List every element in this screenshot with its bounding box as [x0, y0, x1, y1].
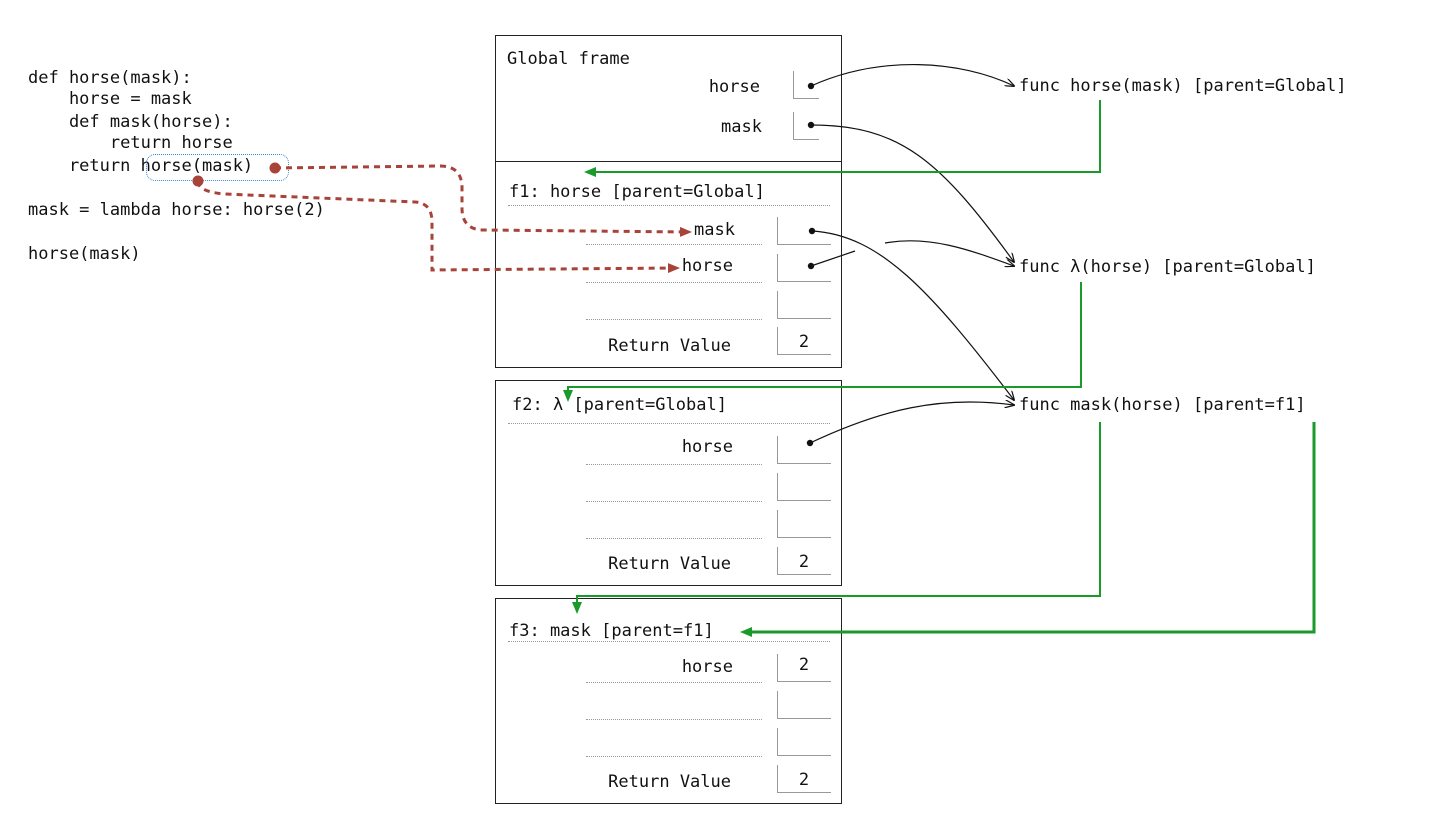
annotation-arrow-horse	[196, 180, 680, 274]
slot-empty	[777, 691, 831, 719]
var-name-mask: mask	[694, 220, 735, 240]
parent-arrow-f1	[584, 100, 1101, 177]
func-mask: func mask(horse) [parent=f1]	[1019, 395, 1306, 415]
slot-empty	[777, 510, 831, 538]
return-slot	[777, 765, 831, 793]
func-lambda: func λ(horse) [parent=Global]	[1019, 257, 1316, 277]
slot-horse	[793, 71, 819, 99]
var-name-horse: horse	[681, 437, 733, 457]
frame-f2: f2: λ [parent=Global] horse Return Value…	[495, 380, 842, 586]
pointer-arrow-global-horse	[810, 63, 1014, 86]
pointer-arrow-f2-horse	[809, 402, 1014, 444]
annotation-arrow-mask	[274, 164, 692, 237]
frame-title-underline	[508, 423, 830, 424]
frame-title-underline	[508, 205, 830, 206]
row-guide	[586, 501, 762, 502]
parent-arrow-f2	[563, 282, 1082, 402]
pointer-arrow-f1-mask	[811, 230, 1014, 400]
code-line-2: horse = mask	[28, 89, 192, 109]
func-horse: func horse(mask) [parent=Global]	[1019, 76, 1347, 96]
var-value-horse: 2	[798, 655, 810, 675]
row-guide	[586, 319, 762, 320]
return-value: 2	[798, 552, 810, 572]
row-guide	[586, 682, 762, 683]
code-line-1: def horse(mask):	[28, 68, 192, 88]
slot-horse	[777, 254, 831, 282]
frame-title: f2: λ [parent=Global]	[512, 395, 727, 415]
code-line-7: mask = lambda horse: horse(2)	[28, 200, 325, 220]
row-guide	[586, 464, 762, 465]
var-name-horse: horse	[708, 77, 760, 97]
slot-empty	[777, 291, 831, 319]
slot-mask	[793, 112, 819, 140]
code-line-4: return horse	[28, 133, 233, 153]
return-label: Return Value	[608, 554, 731, 574]
return-value: 2	[798, 770, 810, 790]
var-name-horse: horse	[681, 657, 733, 677]
pointer-arrow-f1-horse-stub	[810, 250, 856, 267]
return-slot	[777, 327, 831, 355]
pointer-arrow-f1-horse	[884, 240, 1014, 266]
code-line-3: def mask(horse):	[28, 112, 233, 132]
row-guide	[586, 244, 762, 245]
slot-horse	[777, 654, 831, 682]
parent-arrow-f3	[572, 422, 1101, 614]
var-name-horse: horse	[681, 256, 733, 276]
slot-empty	[777, 473, 831, 501]
frame-title-underline	[508, 641, 830, 642]
slot-mask	[777, 217, 831, 245]
row-guide	[586, 719, 762, 720]
return-value: 2	[798, 332, 810, 352]
global-frame: Global frame horse mask	[495, 35, 842, 179]
code-line-9: horse(mask)	[28, 244, 141, 264]
return-label: Return Value	[608, 336, 731, 356]
code-line-5: return horse(mask)	[28, 156, 254, 176]
return-label: Return Value	[608, 772, 731, 792]
row-guide	[586, 538, 762, 539]
row-guide	[586, 756, 762, 757]
slot-empty	[777, 728, 831, 756]
slot-horse	[777, 436, 831, 464]
var-name-mask: mask	[721, 117, 762, 137]
frame-title: Global frame	[507, 49, 630, 69]
frame-title: f1: horse [parent=Global]	[509, 182, 765, 202]
pointer-arrow-global-mask	[810, 124, 1014, 262]
frame-title: f3: mask [parent=f1]	[509, 621, 714, 641]
row-guide	[586, 282, 762, 283]
parent-arrow-mask-to-f3	[740, 422, 1316, 637]
return-slot	[777, 547, 831, 575]
